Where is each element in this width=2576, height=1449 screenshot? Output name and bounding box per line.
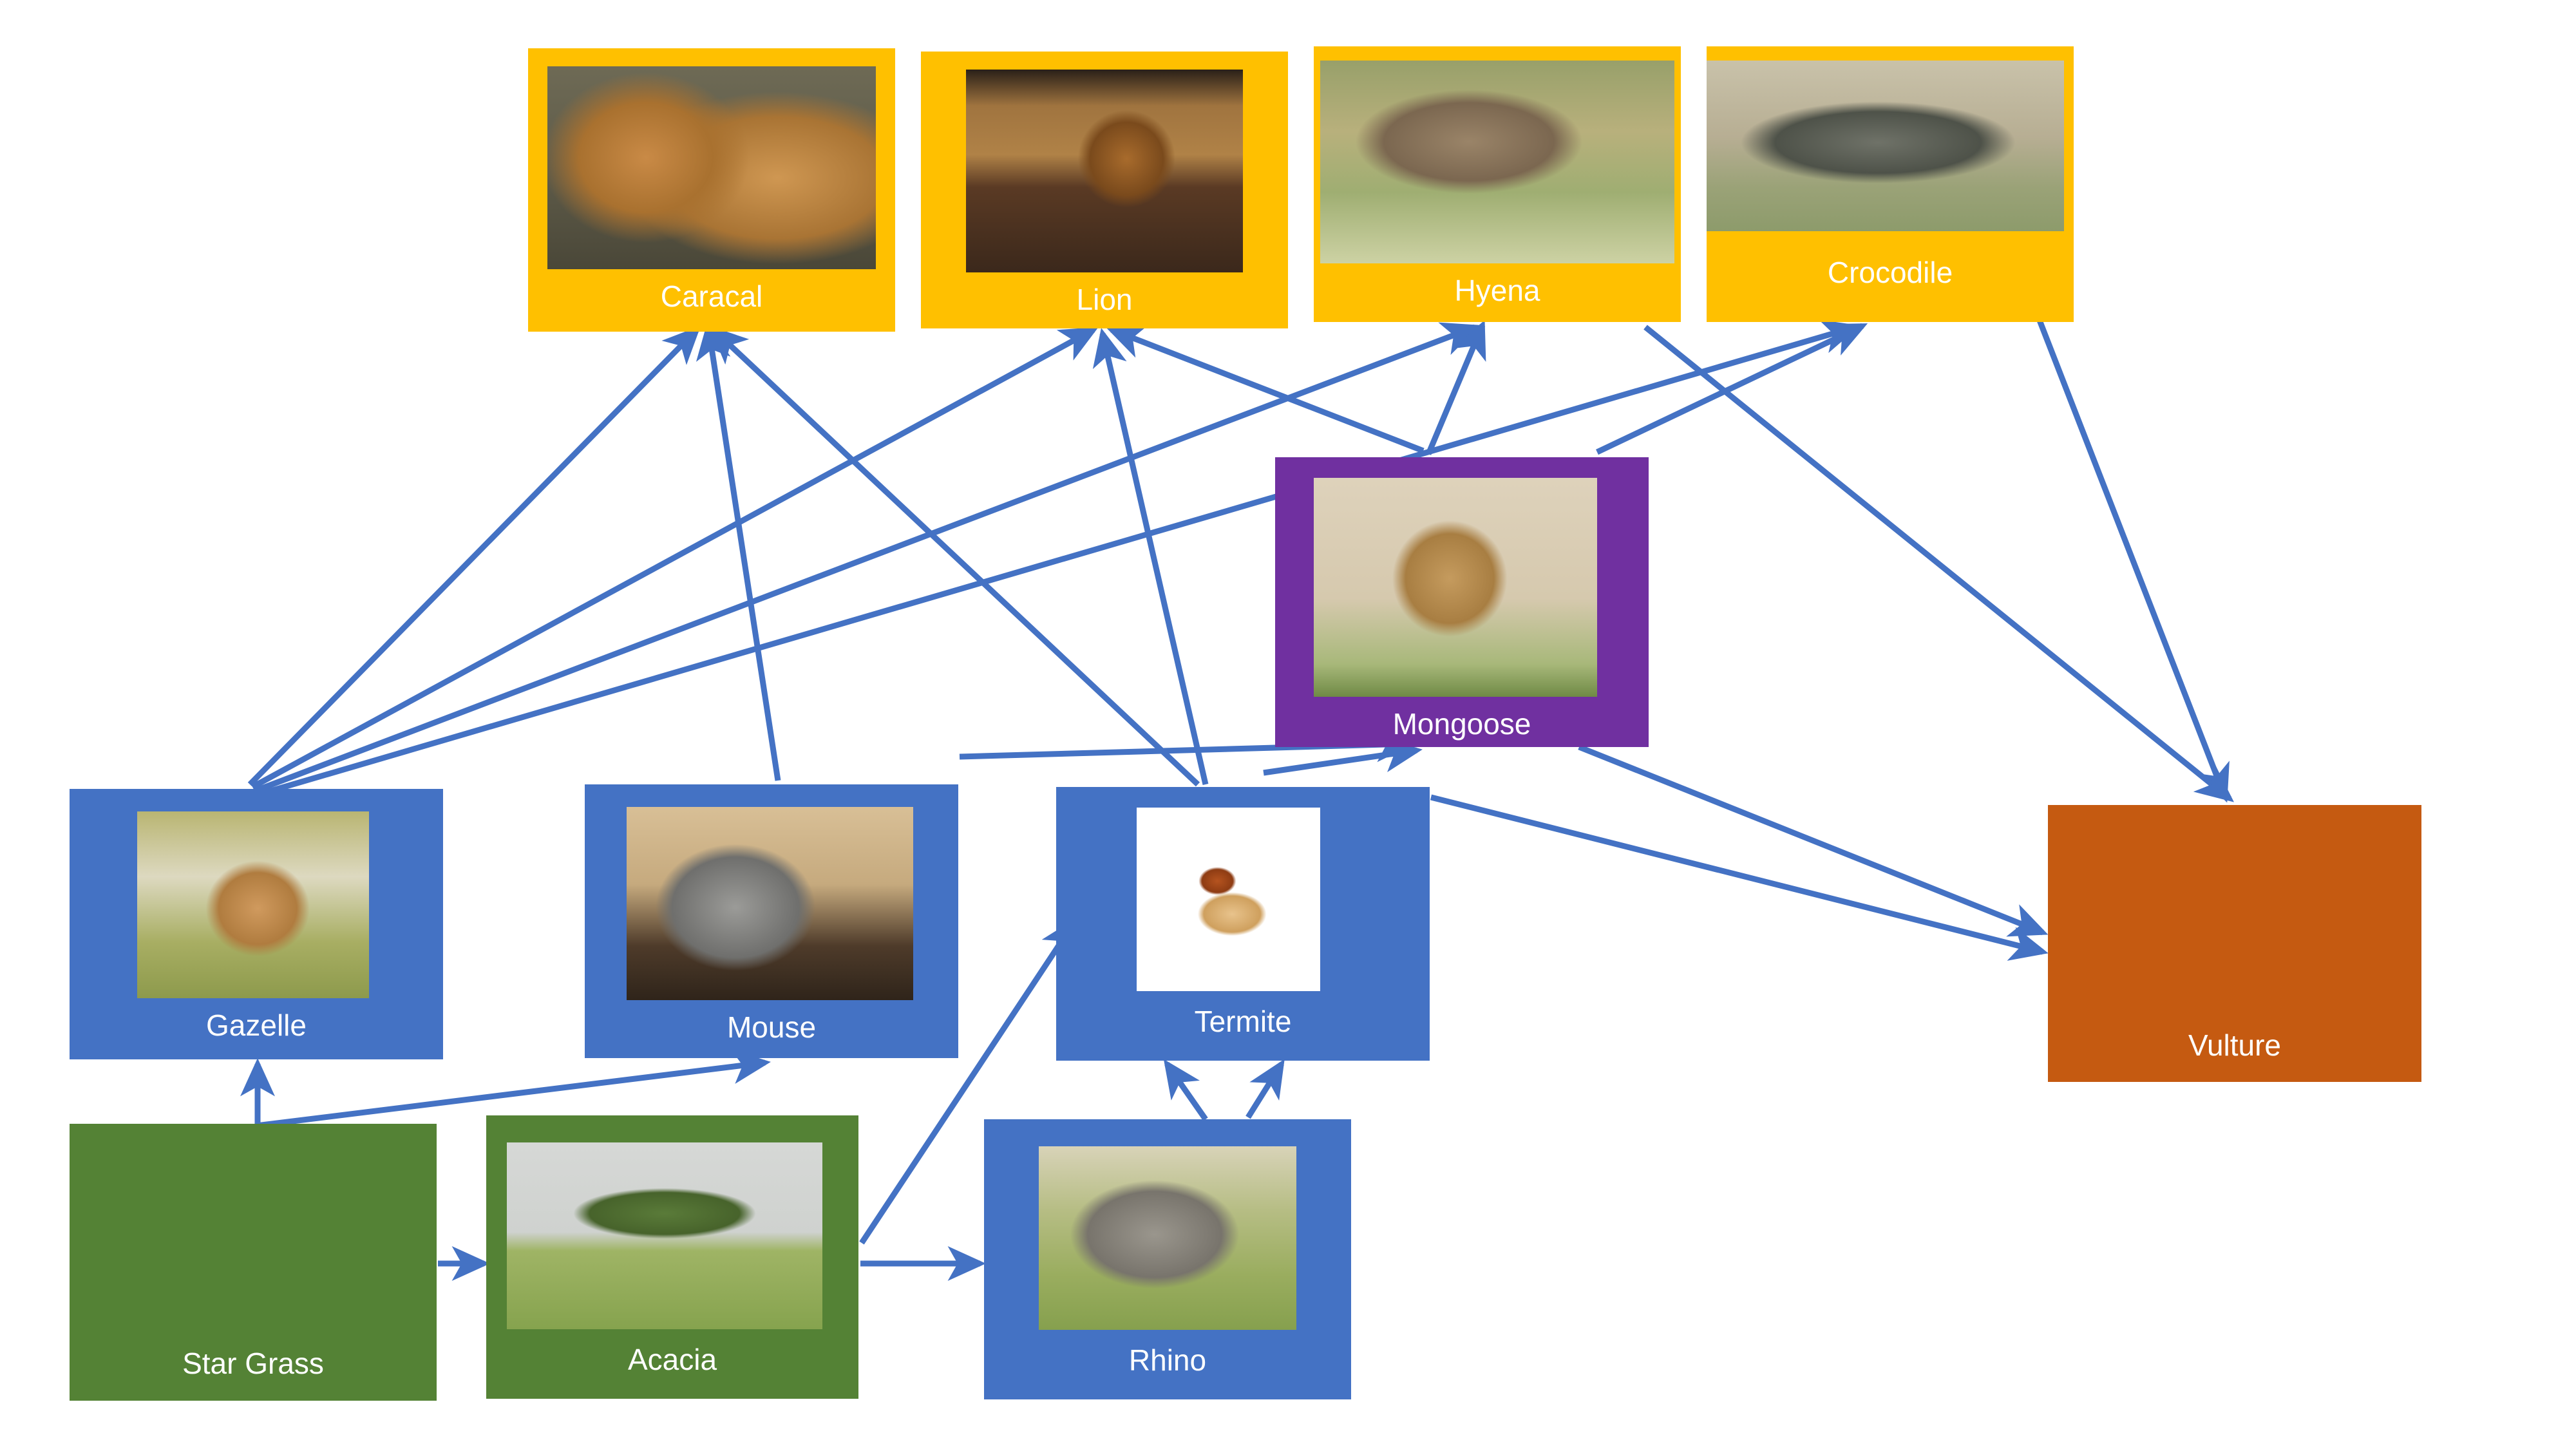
node-label-acacia: Acacia [627,1343,717,1376]
node-vulture[interactable]: Vulture [2048,805,2421,1082]
node-label-hyena: Hyena [1454,274,1540,307]
node-caracal[interactable]: Caracal [528,48,895,332]
rhino-photo [1039,1146,1296,1330]
arrow-mongoose-to-hyena [1425,319,1486,455]
node-label-rhino: Rhino [1128,1343,1207,1377]
node-label-crocodile: Crocodile [1827,255,1953,289]
crocodile-photo [1707,61,2064,231]
arrow-gazelle-to-caracal [247,325,701,787]
arrow-rhino-to-mongoose [1245,1059,1285,1119]
node-label-stargrass: Star Grass [182,1347,324,1380]
lion-photo [966,70,1243,272]
node-rhino[interactable]: Rhino [984,1119,1351,1399]
node-crocodile[interactable]: Crocodile [1707,46,2074,322]
node-label-caracal: Caracal [660,279,763,313]
node-acacia[interactable]: Acacia [486,1115,858,1399]
mongoose-photo [1314,478,1597,697]
arrow-termite-to-caracal [709,325,1200,787]
edges [240,205,2235,1281]
mouse-photo [627,807,913,1000]
arrow-termite-to-lion [1092,328,1209,786]
node-label-mongoose: Mongoose [1392,707,1531,741]
gazelle-photo [137,811,369,998]
arrow-mongoose-to-vulture [1578,744,2049,937]
hyena-photo [1320,61,1674,263]
node-mongoose[interactable]: Mongoose [1275,457,1649,747]
node-mouse[interactable]: Mouse [585,784,958,1058]
arrow-gazelle-to-lion [251,327,1099,790]
vulture-photo [2080,831,2389,1018]
arrow-mongoose-to-crocodile [1596,323,1868,455]
node-gazelle[interactable]: Gazelle [70,789,443,1059]
node-label-gazelle: Gazelle [206,1009,307,1042]
arrow-termite-to-mongoose [1263,737,1423,776]
stargrass-photo [95,1148,411,1335]
arrow-rhino-to-termite [1163,1059,1208,1121]
node-termite[interactable]: Termite [1056,787,1430,1061]
arrow-hyena-to-vulture [1643,325,2235,802]
arrow-mouse-to-caracal [696,321,781,781]
acacia-photo [507,1142,822,1329]
node-label-vulture: Vulture [2188,1028,2282,1062]
node-hyena[interactable]: Hyena [1314,46,1681,322]
node-stargrass[interactable]: Star Grass [70,1124,437,1401]
node-lion[interactable]: Lion [921,52,1288,328]
node-label-mouse: Mouse [726,1010,817,1044]
arrow-mongoose-to-lion [1106,325,1425,454]
arrow-termite-to-vulture [1430,794,2049,961]
termite-photo [1137,808,1320,991]
node-label-lion: Lion [1076,283,1133,316]
caracal-photo [547,66,876,269]
node-label-termite: Termite [1194,1005,1292,1038]
